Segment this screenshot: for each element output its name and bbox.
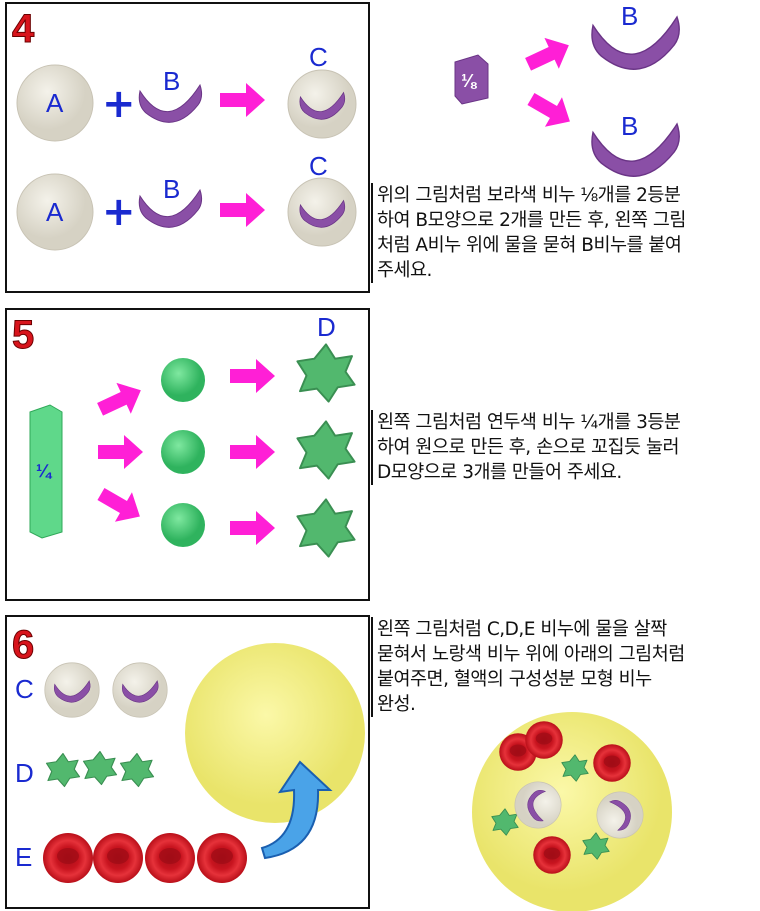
arrow-right-icon xyxy=(230,435,275,469)
soap-c xyxy=(288,70,356,138)
label-e: E xyxy=(15,842,32,872)
soap-c xyxy=(45,663,99,717)
soap-c xyxy=(113,663,167,717)
green-ball xyxy=(161,358,205,402)
step-6-instructions: 왼쪽 그림처럼 C,D,E 비누에 물을 살짝 묻혀서 노랑색 비누 위에 아래… xyxy=(371,617,760,717)
curved-arrow-icon xyxy=(260,760,333,860)
label-d: D xyxy=(317,312,336,342)
label-b: B xyxy=(163,66,180,96)
star-soap-d xyxy=(119,752,155,788)
instruction-line: 완성. xyxy=(377,694,416,715)
instruction-line: 묻혀서 노랑색 비누 위에 아래의 그림처럼 xyxy=(377,644,685,665)
star-soap-d xyxy=(45,752,81,788)
instruction-line: D모양으로 3개를 만들어 주세요. xyxy=(377,462,622,483)
yellow-soap-base xyxy=(185,643,365,823)
star-soap-d xyxy=(296,498,356,558)
instruction-line: 왼쪽 그림처럼 C,D,E 비누에 물을 살짝 xyxy=(377,619,667,640)
red-cell-soap-e xyxy=(145,833,195,883)
soap-a-1: A xyxy=(16,64,94,142)
step-4-instructions: 위의 그림처럼 보라색 비누 ⅛개를 2등분 하여 B모양으로 2개를 만든 후… xyxy=(371,183,760,283)
label-c: C xyxy=(15,674,34,704)
step-number-5: 5 xyxy=(12,313,34,357)
arrow-up-right-icon xyxy=(520,29,577,80)
label-b: B xyxy=(163,174,180,204)
plus-icon: + xyxy=(102,81,136,127)
step-number-4: 4 xyxy=(12,7,35,51)
star-soap-d xyxy=(82,750,118,786)
green-ball xyxy=(161,503,205,547)
arrow-right-icon xyxy=(230,511,275,545)
label-d: D xyxy=(15,758,34,788)
purple-soap-eighth: ⅛ xyxy=(454,54,489,105)
label-b: B xyxy=(621,111,638,141)
instruction-line: 위의 그림처럼 보라색 비누 ⅛개를 2등분 xyxy=(377,185,681,206)
label-c: C xyxy=(309,42,328,72)
step-5-instructions: 왼쪽 그림처럼 연두색 비누 ¼개를 3등분 하여 원으로 만든 후, 손으로 … xyxy=(371,410,760,485)
arrow-up-right-icon xyxy=(92,374,149,425)
arrow-right-icon xyxy=(220,83,265,117)
instruction-line: 붙여주면, 혈액의 구성성분 모형 비누 xyxy=(377,669,652,690)
red-cell-soap-e xyxy=(43,833,93,883)
label-c: C xyxy=(309,151,328,181)
finished-soap xyxy=(472,712,672,911)
soap-a-2: A xyxy=(16,173,94,251)
svg-text:¼: ¼ xyxy=(36,461,53,481)
instruction-line: 하여 원으로 만든 후, 손으로 꼬집듯 눌러 xyxy=(377,437,680,458)
plus-icon: + xyxy=(102,189,136,235)
star-soap-d xyxy=(296,343,356,403)
arrow-down-right-icon xyxy=(92,479,149,532)
arrow-down-right-icon xyxy=(522,84,579,137)
label-a: A xyxy=(46,88,64,118)
instruction-line: 처럼 A비누 위에 물을 묻혀 B비누를 붙여 xyxy=(377,235,682,256)
instruction-line: 주세요. xyxy=(377,260,432,281)
red-cell-soap-e xyxy=(197,833,247,883)
label-b: B xyxy=(621,1,638,31)
step-number-6: 6 xyxy=(12,623,34,667)
arrow-right-icon xyxy=(220,193,265,227)
green-soap-quarter: ¼ xyxy=(29,404,63,539)
star-soap-d xyxy=(296,420,356,480)
svg-text:⅛: ⅛ xyxy=(461,71,477,91)
instruction-line: 하여 B모양으로 2개를 만든 후, 왼쪽 그림 xyxy=(377,210,686,231)
svg-text:A: A xyxy=(46,197,64,227)
red-cell-soap-e xyxy=(93,833,143,883)
soap-c xyxy=(288,178,356,246)
arrow-right-icon xyxy=(98,435,143,469)
arrow-right-icon xyxy=(230,359,275,393)
instruction-line: 왼쪽 그림처럼 연두색 비누 ¼개를 3등분 xyxy=(377,412,681,433)
green-ball xyxy=(161,430,205,474)
